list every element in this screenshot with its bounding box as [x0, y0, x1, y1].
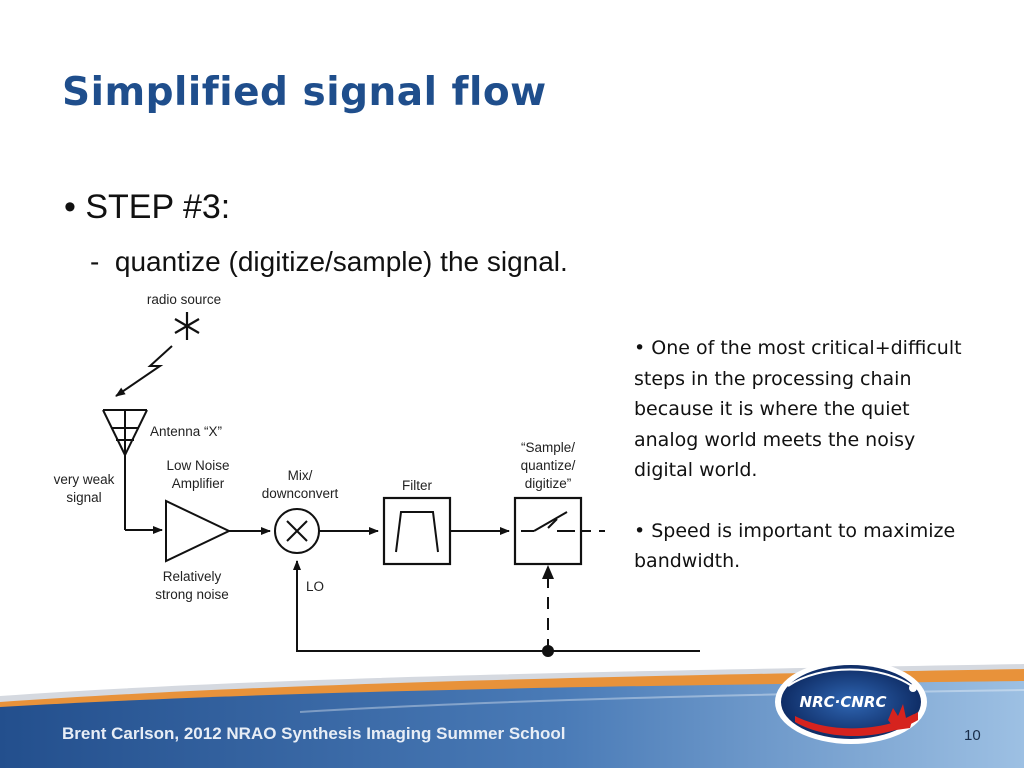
- filter-label: Filter: [402, 478, 433, 493]
- lo-line: [293, 560, 700, 652]
- noise-label-line2: strong noise: [155, 587, 229, 602]
- lightning-arrow-icon: [115, 345, 173, 397]
- mixer-icon: [274, 508, 320, 554]
- sub-bullet-marker: -: [90, 246, 100, 277]
- weak-signal-label-line2: signal: [66, 490, 101, 505]
- bullet-marker: •: [64, 188, 76, 226]
- lna-label-line2: Amplifier: [172, 476, 225, 491]
- nrc-cnrc-logo: NRC·CNRC: [775, 660, 927, 744]
- note-item: • Speed is important to maximize bandwid…: [634, 519, 956, 573]
- mixer-label-line1: Mix/: [288, 468, 313, 483]
- clock-arrowhead: [542, 565, 554, 579]
- radio-source-star-icon: [174, 312, 200, 340]
- lna-label-line1: Low Noise: [166, 458, 229, 473]
- note-item: • One of the most critical+difficult ste…: [634, 337, 962, 481]
- antenna-icon: [102, 409, 148, 530]
- junction-dot: [542, 645, 554, 657]
- noise-label-line1: Relatively: [163, 569, 222, 584]
- mixer-label-line2: downconvert: [262, 486, 339, 501]
- sampler-label-line3: digitize”: [525, 476, 572, 491]
- sub-bullet: - quantize (digitize/sample) the signal.: [90, 246, 568, 278]
- sampler-label-line1: “Sample/: [521, 440, 575, 455]
- slide-title: Simplified signal flow: [62, 70, 547, 115]
- sub-bullet-text: quantize (digitize/sample) the signal.: [114, 246, 568, 277]
- footer-credit: Brent Carlson, 2012 NRAO Synthesis Imagi…: [62, 724, 566, 743]
- filter-icon: [382, 496, 452, 566]
- note-text: One of the most critical+difficult steps…: [634, 337, 962, 481]
- lo-label: LO: [306, 579, 324, 594]
- antenna-label: Antenna “X”: [150, 424, 222, 439]
- bullet-text: STEP #3:: [85, 188, 231, 226]
- signal-flow-diagram: radio source Antenna “X” very weak signa…: [54, 292, 700, 657]
- footer-grey-swoosh: [0, 664, 1024, 702]
- footer-blue-band: [0, 681, 1024, 768]
- footer-band: NRC·CNRC: [0, 660, 1024, 768]
- sampler-label-line2: quantize/: [521, 458, 576, 473]
- logo-text: NRC·CNRC: [800, 693, 887, 711]
- page-number: 10: [964, 727, 981, 744]
- amplifier-icon: [165, 499, 232, 563]
- notes-panel: • One of the most critical+difficult ste…: [634, 333, 964, 577]
- bullet-step: • STEP #3:: [64, 188, 230, 227]
- weak-signal-label-line1: very weak: [54, 472, 115, 487]
- note-text: Speed is important to maximize bandwidth…: [634, 519, 956, 573]
- sampler-switch-icon: [513, 496, 583, 566]
- maple-leaf-icon: [888, 704, 914, 730]
- radio-source-label: radio source: [147, 292, 221, 307]
